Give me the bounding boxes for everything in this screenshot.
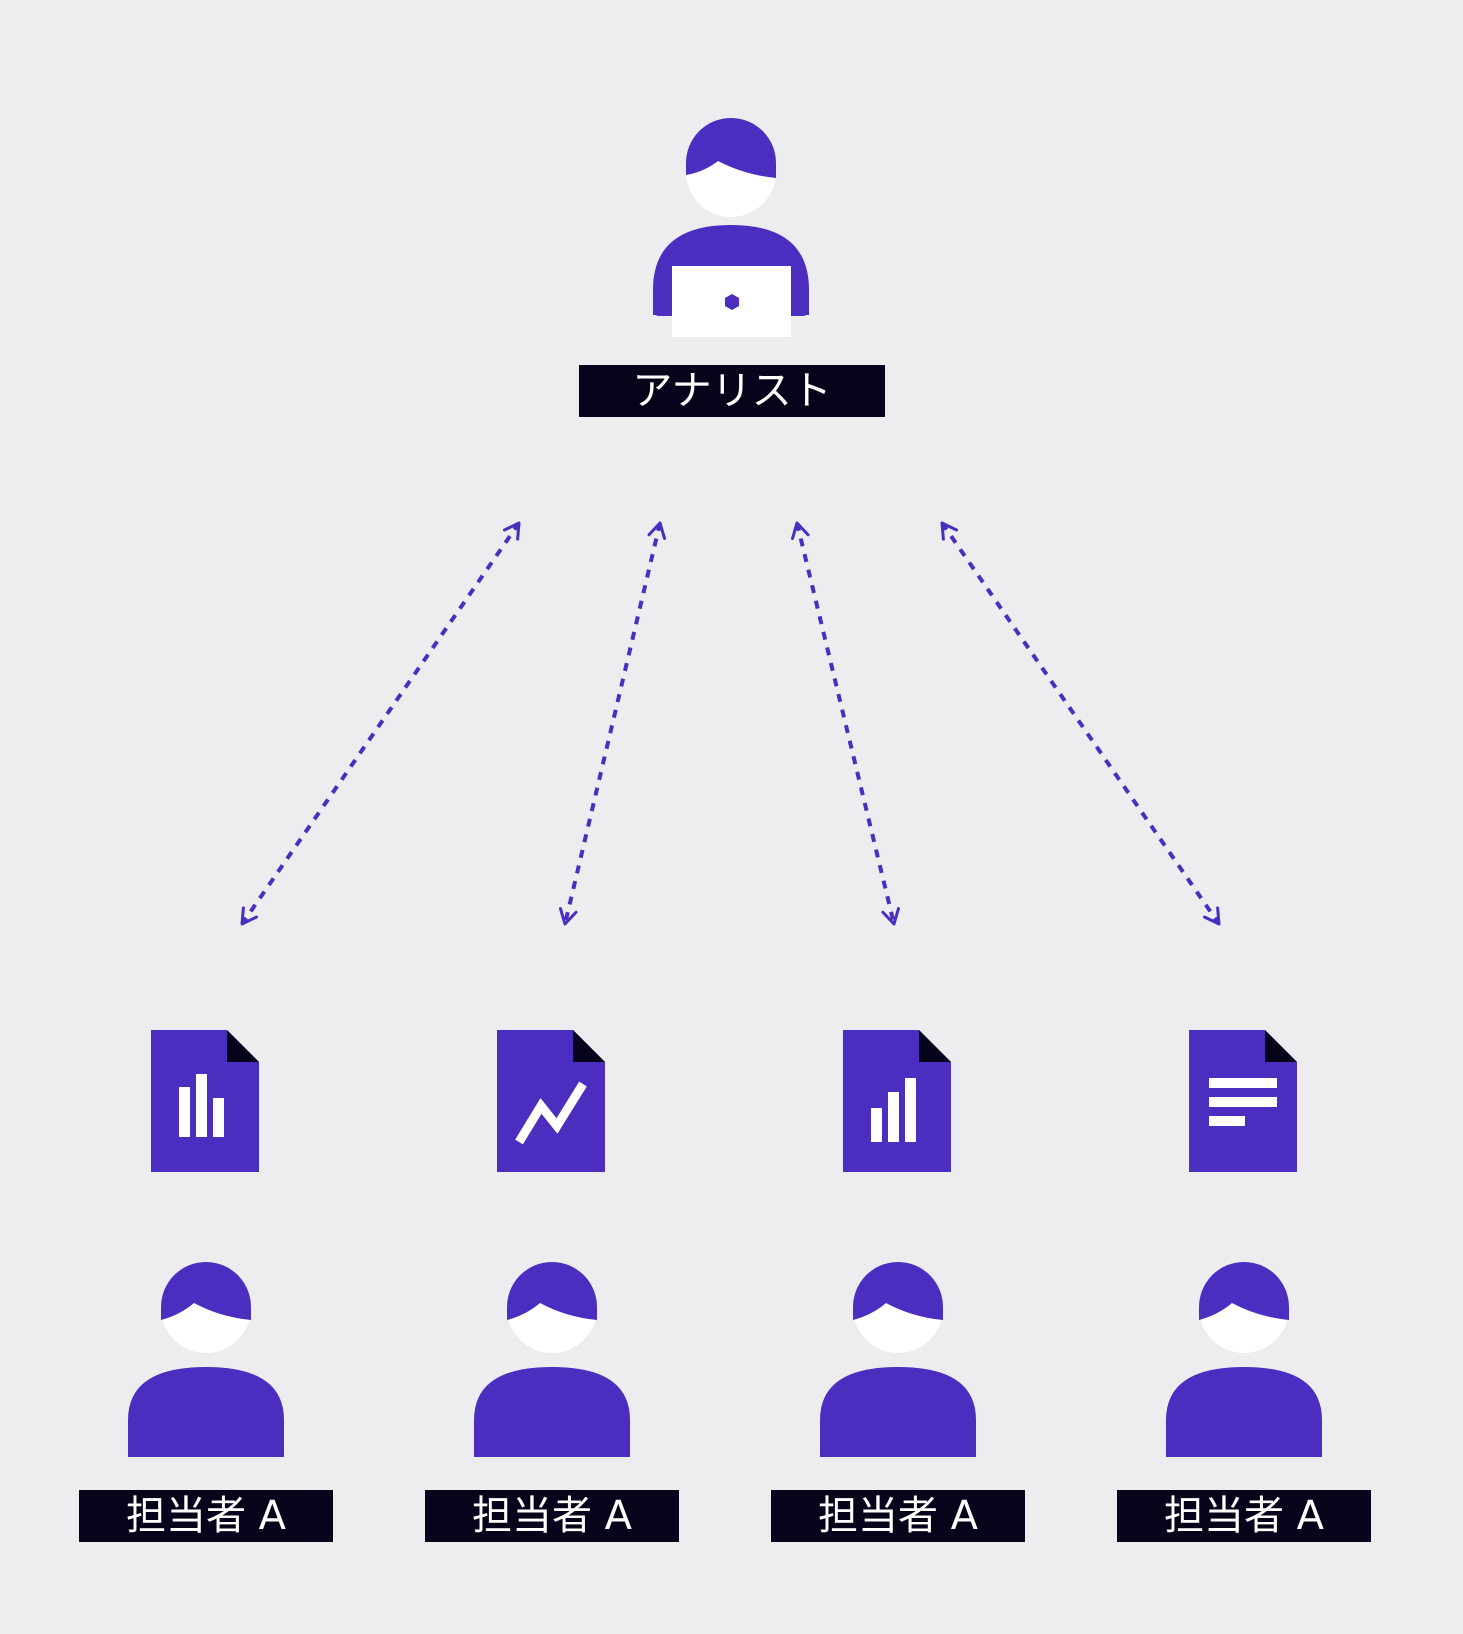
analyst-icon [653, 118, 809, 337]
person-icon [1166, 1262, 1322, 1457]
bar-chart-document-icon [151, 1030, 259, 1172]
link-arrow-4 [940, 521, 1221, 926]
person-icon [474, 1262, 630, 1457]
line-chart-document-icon [497, 1030, 605, 1172]
person-icon [128, 1262, 284, 1457]
link-arrow-3 [791, 521, 900, 926]
link-arrow-1 [240, 521, 521, 926]
assignee-label: 担当者 A [425, 1490, 679, 1542]
text-document-icon [1189, 1030, 1297, 1172]
person-icon [820, 1262, 976, 1457]
analyst-label: アナリスト [579, 365, 885, 417]
assignee-label: 担当者 A [771, 1490, 1025, 1542]
link-arrow-2 [558, 521, 667, 926]
assignee-label: 担当者 A [1117, 1490, 1371, 1542]
assignee-label: 担当者 A [79, 1490, 333, 1542]
bar-chart-document-icon [843, 1030, 951, 1172]
connection-arrows [240, 521, 1221, 926]
